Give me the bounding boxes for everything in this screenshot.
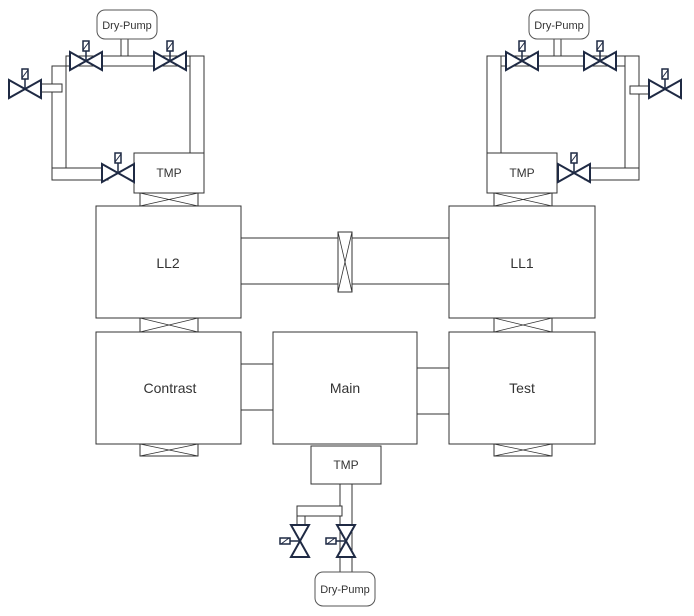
tunnel-gate-valve[interactable] (337, 231, 353, 293)
chamber-contrast[interactable]: Contrast (95, 331, 242, 445)
chamber-ll2-label: LL2 (156, 255, 180, 271)
main-bypass-valve[interactable] (279, 524, 310, 558)
ll2-dry-pump[interactable]: Dry-Pump (96, 9, 158, 40)
ll2-dry-pump-label: Dry-Pump (102, 20, 152, 32)
main-dry-pump-label: Dry-Pump (320, 584, 370, 596)
chamber-main-label: Main (330, 380, 360, 396)
contrast-main-connector (240, 363, 274, 411)
ll2-vent-valve[interactable] (8, 68, 42, 99)
chamber-ll2[interactable]: LL2 (95, 205, 242, 319)
ll1-tmp-label: TMP (509, 166, 534, 180)
chamber-main[interactable]: Main (272, 331, 418, 445)
ll1-test-gate-valve[interactable] (493, 317, 553, 333)
ll2-tmp-label: TMP (156, 166, 181, 180)
chamber-ll1[interactable]: LL1 (448, 205, 596, 319)
main-dry-pump[interactable]: Dry-Pump (314, 571, 376, 607)
test-bottom-gate-valve[interactable] (493, 443, 553, 457)
main-test-connector (416, 367, 450, 415)
chamber-test[interactable]: Test (448, 331, 596, 445)
ll1-bypass-valve[interactable] (557, 152, 591, 183)
ll2-contrast-gate-valve[interactable] (139, 317, 199, 333)
ll2-bypass-valve[interactable] (101, 152, 135, 183)
ll1-vent-valve[interactable] (648, 68, 682, 99)
ll1-tmp-gate-valve[interactable] (493, 192, 553, 207)
ll1-pumping-line (486, 37, 655, 181)
chamber-contrast-label: Contrast (144, 380, 197, 396)
ll1-tmp[interactable]: TMP (486, 152, 558, 194)
ll2-tmp[interactable]: TMP (133, 152, 205, 194)
main-tmp-label: TMP (333, 458, 358, 472)
main-tmp[interactable]: TMP (310, 445, 382, 485)
ll2-tmp-gate-valve[interactable] (139, 192, 199, 207)
chamber-test-label: Test (509, 380, 535, 396)
contrast-bottom-gate-valve[interactable] (139, 443, 199, 457)
ll1-dry-pump[interactable]: Dry-Pump (528, 9, 590, 40)
ll1-dry-pump-label: Dry-Pump (534, 20, 584, 32)
chamber-ll1-label: LL1 (510, 255, 534, 271)
